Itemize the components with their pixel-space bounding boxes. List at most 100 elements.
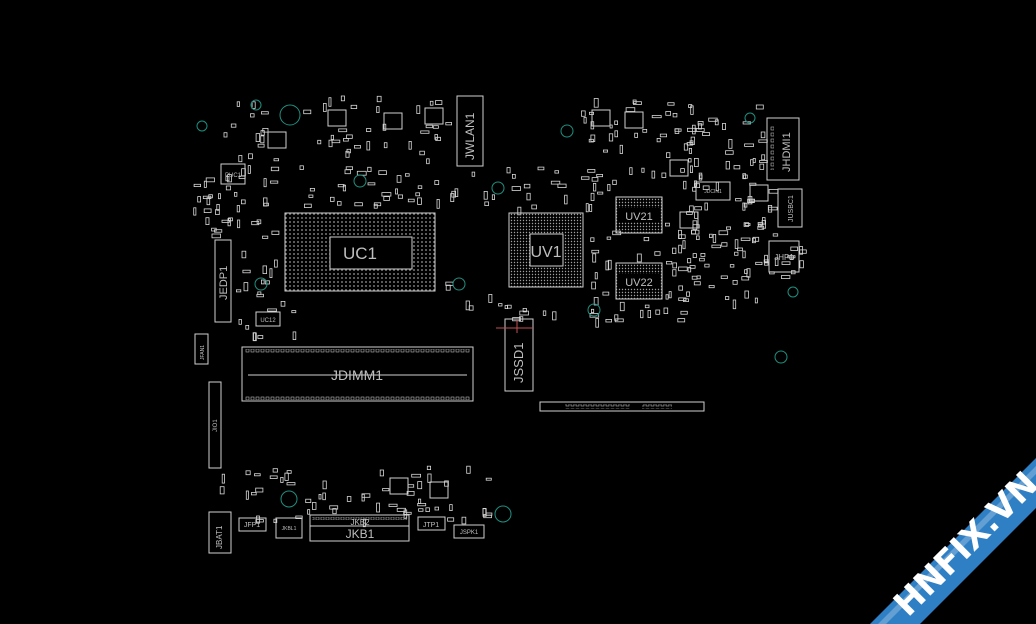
mounting-via (280, 490, 298, 508)
passive-component (203, 208, 212, 213)
passive-component (755, 261, 763, 265)
passive-component (519, 310, 529, 316)
passive-component (651, 170, 656, 179)
passive-component (708, 285, 715, 289)
passive-component (605, 260, 610, 271)
passive-component (211, 233, 221, 239)
passive-component (642, 128, 648, 133)
label-jfp1: JFP1 (244, 522, 260, 529)
passive-component (590, 192, 595, 201)
chip-uc12[interactable]: UC12 (255, 311, 281, 327)
passive-component (378, 170, 387, 175)
passive-component (447, 517, 455, 522)
passive-component (733, 165, 741, 170)
passive-component (583, 117, 587, 124)
chip-uv1[interactable]: UV1 (508, 212, 584, 288)
passive-component (303, 109, 312, 115)
passive-component (688, 147, 692, 154)
connector-jdcin1[interactable]: JDCIN1 (695, 181, 731, 201)
passive-component (403, 511, 412, 515)
passive-component (417, 481, 423, 490)
passive-component (257, 335, 264, 339)
passive-component (768, 206, 778, 211)
passive-component (512, 173, 516, 179)
passive-component (591, 281, 596, 290)
passive-component (255, 519, 264, 523)
passive-component (215, 209, 220, 215)
passive-component (303, 203, 312, 208)
passive-component (329, 505, 339, 510)
chip-uv22[interactable]: UV22 (615, 262, 663, 300)
connector-jtp1[interactable]: JTP1 (417, 516, 446, 531)
connector-jspk1[interactable]: JSPK1 (453, 524, 485, 539)
passive-component (590, 237, 595, 242)
connector-jhdmi1[interactable]: JHDMI1 (766, 117, 800, 181)
passive-component (742, 250, 746, 259)
connector-jfan1[interactable]: JFAN1 (194, 333, 209, 365)
mounting-via (250, 99, 262, 111)
connector-jkb1[interactable]: JKB1 (309, 525, 410, 542)
connector-jhp1[interactable]: JHP1 (768, 240, 800, 273)
connector-jedp1[interactable]: JEDP1 (214, 239, 232, 323)
passive-component (429, 100, 434, 106)
passive-component (418, 508, 424, 512)
watermark: HNFIX.VN (870, 458, 1036, 624)
passive-component (342, 184, 346, 192)
passive-component (589, 312, 600, 318)
passive-component (672, 262, 677, 269)
connector-jbat1[interactable]: JBAT1 (208, 511, 232, 554)
passive-component (466, 465, 471, 474)
passive-component (236, 205, 240, 213)
passive-component (702, 132, 710, 136)
connector-jssd1[interactable]: JSSD1 (496, 318, 534, 392)
passive-component (367, 166, 372, 173)
passive-component (732, 279, 738, 285)
passive-component (655, 309, 661, 315)
chip-uv21[interactable]: UV21 (615, 196, 663, 234)
passive-component (704, 263, 710, 268)
passive-component (726, 226, 732, 230)
passive-component (696, 275, 701, 280)
passive-component (240, 199, 246, 205)
passive-component (471, 171, 476, 177)
connector-jusbc1[interactable]: JUSBC1 (777, 188, 803, 228)
passive-component (587, 169, 596, 173)
small-ic (429, 481, 449, 499)
passive-component (274, 259, 278, 268)
mounting-via (774, 350, 788, 364)
passive-component (672, 269, 677, 277)
passive-component (221, 219, 230, 223)
passive-component (388, 503, 398, 507)
connector-jkb2[interactable]: JKB2 (309, 514, 410, 527)
passive-component (425, 124, 433, 129)
passive-component (251, 101, 256, 109)
passive-component (663, 307, 669, 314)
passive-component (449, 504, 453, 512)
passive-component (596, 173, 604, 178)
chip-uc1[interactable]: UC1 (284, 212, 436, 292)
passive-component (252, 332, 257, 341)
passive-component (323, 103, 327, 112)
passive-component (743, 202, 748, 208)
passive-component (236, 101, 240, 107)
passive-component (656, 137, 661, 143)
passive-component (227, 218, 231, 227)
passive-component (683, 143, 689, 151)
connector-jdimm1[interactable]: JDIMM1 (241, 346, 474, 402)
passive-component (263, 197, 268, 207)
passive-component (585, 203, 589, 213)
passive-component (262, 127, 269, 133)
passive-component (434, 180, 440, 186)
chip-puc1[interactable]: PUC1 (220, 163, 246, 185)
passive-component (353, 145, 361, 149)
passive-component (734, 239, 739, 249)
label-jfan1: JFAN1 (200, 345, 206, 360)
label-jwlan1: JWLAN1 (463, 112, 477, 160)
passive-component (376, 95, 382, 103)
connector-jio1[interactable]: JIO1 (208, 381, 222, 469)
connector-jfp1[interactable]: JFP1 (238, 517, 267, 532)
connector-jwlan1[interactable]: JWLAN1 (456, 95, 484, 167)
connector-jkbl1[interactable]: JKBL1 (275, 517, 303, 539)
mounting-via (587, 303, 601, 317)
passive-component (772, 233, 779, 237)
